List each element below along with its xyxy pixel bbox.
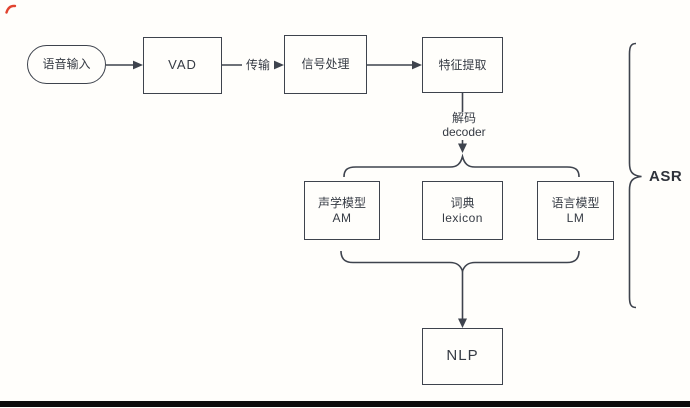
arrow-signal-to-feature-head [412,60,422,70]
node-voice-input-label: 语音输入 [42,57,91,71]
node-vad-label: VAD [168,57,197,73]
edge-label-decode-cn: 解码 [451,111,476,125]
node-acoustic-model: 声学模型 AM [304,181,380,240]
node-nlp: NLP [422,328,503,385]
arrow-vad-to-signal-head [274,60,284,70]
node-lexicon-sublabel: lexicon [442,210,483,225]
node-acoustic-model-label: 声学模型 [317,195,366,210]
edge-label-transmission-text: 传输 [245,58,270,72]
node-signal-processing-label: 信号处理 [301,57,350,71]
asr-bracket-label: ASR [649,168,683,185]
asr-brace [628,42,642,309]
arrow-merge-to-nlp-head [458,318,467,328]
node-feature-extraction-label: 特征提取 [438,57,487,72]
arrow-feature-to-decoder-head [458,143,467,153]
node-language-model-sublabel: LM [566,210,585,225]
node-signal-processing: 信号处理 [284,35,367,94]
node-lexicon: 词典 lexicon [422,181,503,240]
edge-label-decode-en: decoder [442,124,486,139]
node-feature-extraction: 特征提取 [422,37,503,93]
red-corner-mark [5,4,17,14]
decoder-distribution-brace [343,153,580,178]
node-voice-input: 语音输入 [27,45,106,84]
node-language-model-label: 语言模型 [551,195,600,210]
node-lexicon-label: 词典 [450,195,475,210]
edge-label-decode: 解码 decoder [432,111,496,140]
arrow-voice-to-vad-head [133,60,143,70]
node-acoustic-model-sublabel: AM [332,210,352,225]
models-merge-brace [340,250,580,274]
node-language-model: 语言模型 LM [537,181,614,240]
page-edge-bar [0,401,690,407]
node-vad: VAD [143,37,222,94]
edge-label-transmission: 传输 [242,58,274,73]
node-nlp-label: NLP [446,347,479,365]
